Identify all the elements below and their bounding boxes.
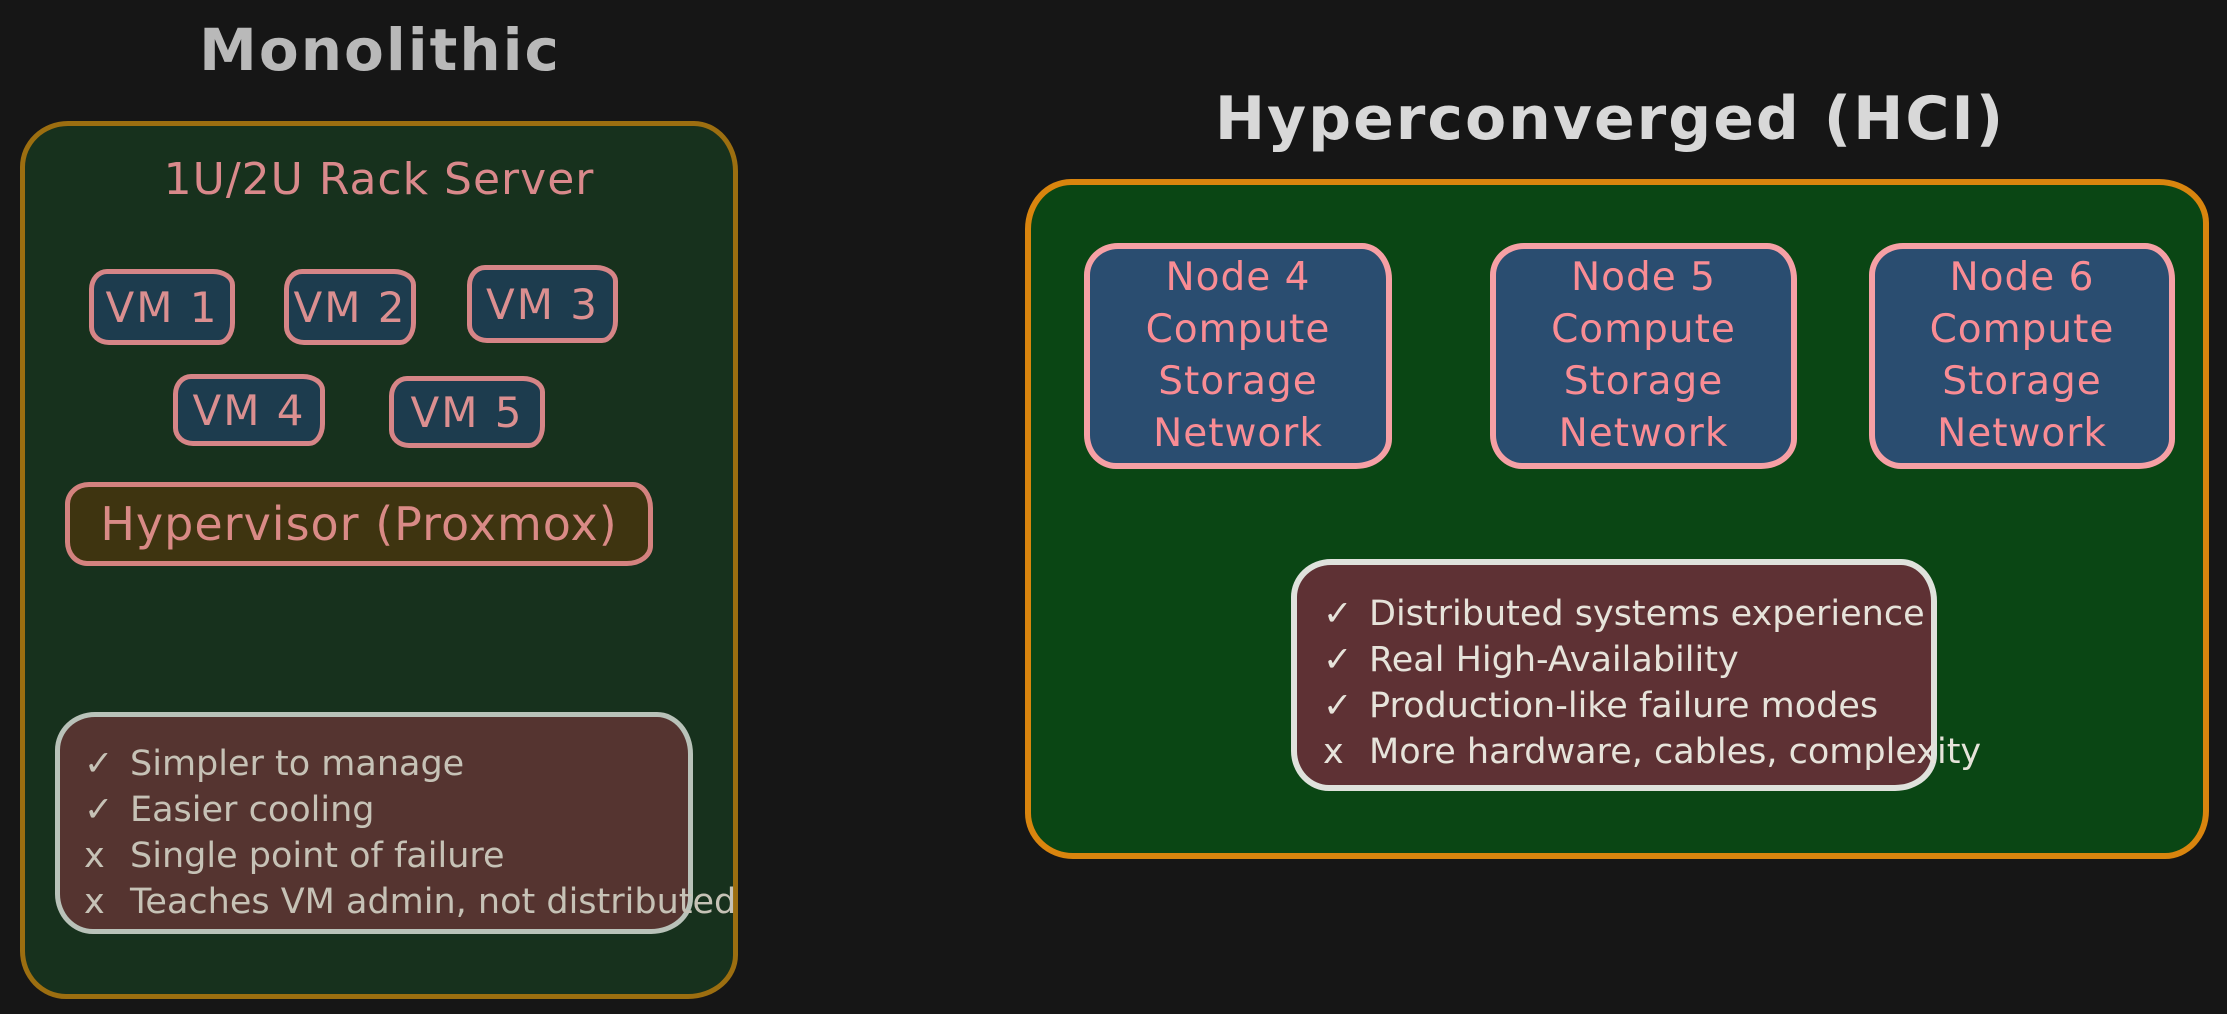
note-row: ✓ Distributed systems experience (1323, 591, 1925, 637)
vm-box-4: VM 4 (173, 374, 325, 446)
check-icon: ✓ (1323, 594, 1353, 634)
vm-box-1: VM 1 (89, 269, 235, 345)
node-name-label: Node 5 (1571, 255, 1716, 300)
vm-label-1: VM 1 (105, 282, 219, 332)
note-text: Easier cooling (130, 790, 375, 830)
rack-server-label: 1U/2U Rack Server (163, 154, 595, 205)
monolithic-notes-box: ✓ Simpler to manage ✓ Easier cooling x S… (55, 712, 736, 934)
check-icon: ✓ (84, 744, 114, 784)
node-line-network: Network (1153, 411, 1323, 456)
node-box-6: Node 6 Compute Storage Network (1869, 243, 2175, 469)
vm-box-2: VM 2 (284, 269, 416, 345)
cross-icon: x (84, 836, 105, 876)
note-text: Single point of failure (130, 836, 505, 876)
note-text: More hardware, cables, complexity (1369, 732, 1982, 772)
vm-label-3: VM 3 (485, 279, 600, 329)
node-line-network: Network (1937, 411, 2107, 456)
node-line-storage: Storage (1942, 359, 2102, 404)
vm-label-2: VM 2 (293, 282, 407, 332)
note-row: x Teaches VM admin, not distributed (84, 879, 736, 925)
check-icon: ✓ (1323, 640, 1353, 680)
node-box-4: Node 4 Compute Storage Network (1084, 243, 1392, 469)
node-line-network: Network (1558, 411, 1729, 456)
note-text: Distributed systems experience (1369, 594, 1925, 634)
hci-panel: Node 4 Compute Storage Network Node 5 Co… (1025, 179, 2209, 859)
node-line-compute: Compute (1551, 307, 1736, 352)
node-line-compute: Compute (1929, 307, 2115, 352)
node-name-label: Node 4 (1165, 255, 1311, 300)
note-row: x Single point of failure (84, 833, 672, 879)
note-text: Simpler to manage (130, 744, 465, 784)
hci-notes-box: ✓ Distributed systems experience ✓ Real … (1291, 559, 1981, 791)
note-text: Teaches VM admin, not distributed (130, 882, 737, 922)
note-row: ✓ Easier cooling (84, 787, 672, 833)
check-icon: ✓ (1323, 686, 1353, 726)
node-name-label: Node 6 (1949, 255, 2095, 300)
vm-label-5: VM 5 (410, 387, 524, 437)
cross-icon: x (1323, 732, 1344, 772)
monolithic-panel: 1U/2U Rack Server VM 1 VM 2 VM 3 VM 4 VM… (20, 121, 738, 999)
check-icon: ✓ (84, 790, 114, 830)
vm-box-3: VM 3 (467, 265, 618, 343)
hypervisor-label: Hypervisor (Proxmox) (100, 497, 618, 551)
monolithic-title: Monolithic (199, 16, 561, 84)
note-row: x More hardware, cables, complexity (1323, 729, 1981, 775)
note-text: Production-like failure modes (1369, 686, 1879, 726)
note-row: ✓ Simpler to manage (84, 741, 672, 787)
vm-label-4: VM 4 (192, 385, 306, 435)
node-box-5: Node 5 Compute Storage Network (1490, 243, 1797, 469)
note-row: ✓ Production-like failure modes (1323, 683, 1915, 729)
node-line-compute: Compute (1145, 307, 1331, 352)
vm-box-5: VM 5 (389, 376, 545, 448)
hypervisor-box: Hypervisor (Proxmox) (65, 482, 653, 566)
node-line-storage: Storage (1563, 359, 1724, 404)
note-text: Real High-Availability (1369, 640, 1739, 680)
hci-title: Hyperconverged (HCI) (1214, 84, 2006, 154)
note-row: ✓ Real High-Availability (1323, 637, 1915, 683)
node-line-storage: Storage (1158, 359, 1318, 404)
cross-icon: x (84, 882, 105, 922)
